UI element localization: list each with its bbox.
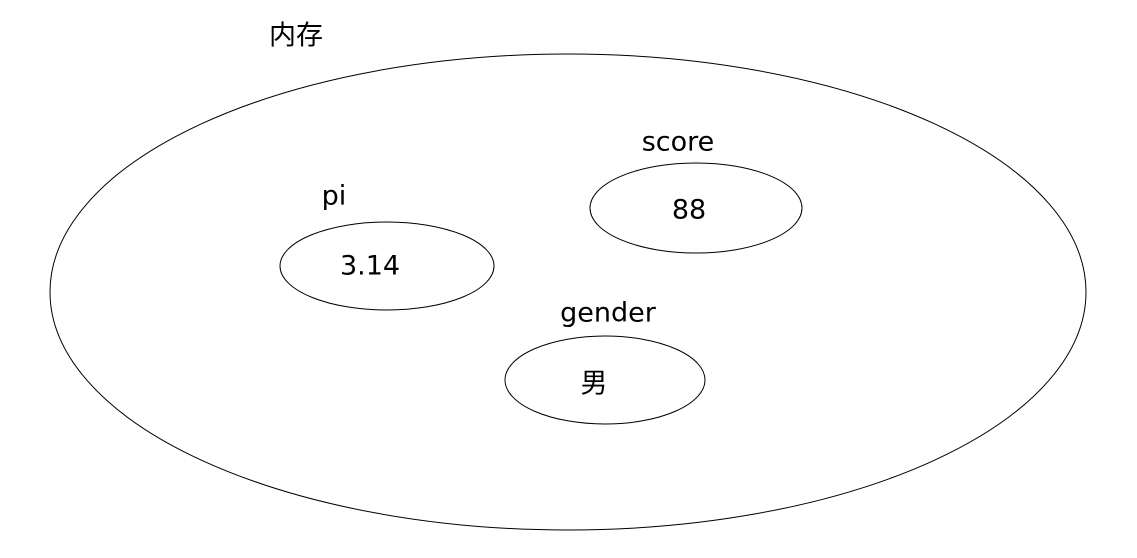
variable-label-pi: pi [322, 181, 347, 212]
variable-ellipse-score[interactable] [590, 163, 802, 253]
variable-label-gender: gender [560, 298, 657, 329]
memory-container-ellipse[interactable] [50, 54, 1086, 530]
variable-label-score: score [642, 127, 715, 158]
variable-ellipse-gender[interactable] [505, 336, 705, 424]
variable-value-score: 88 [672, 195, 706, 226]
variable-ellipse-pi[interactable] [280, 222, 494, 310]
memory-container-label: 内存 [269, 21, 323, 52]
variable-value-pi: 3.14 [340, 251, 400, 282]
variable-value-gender: 男 [581, 369, 608, 400]
